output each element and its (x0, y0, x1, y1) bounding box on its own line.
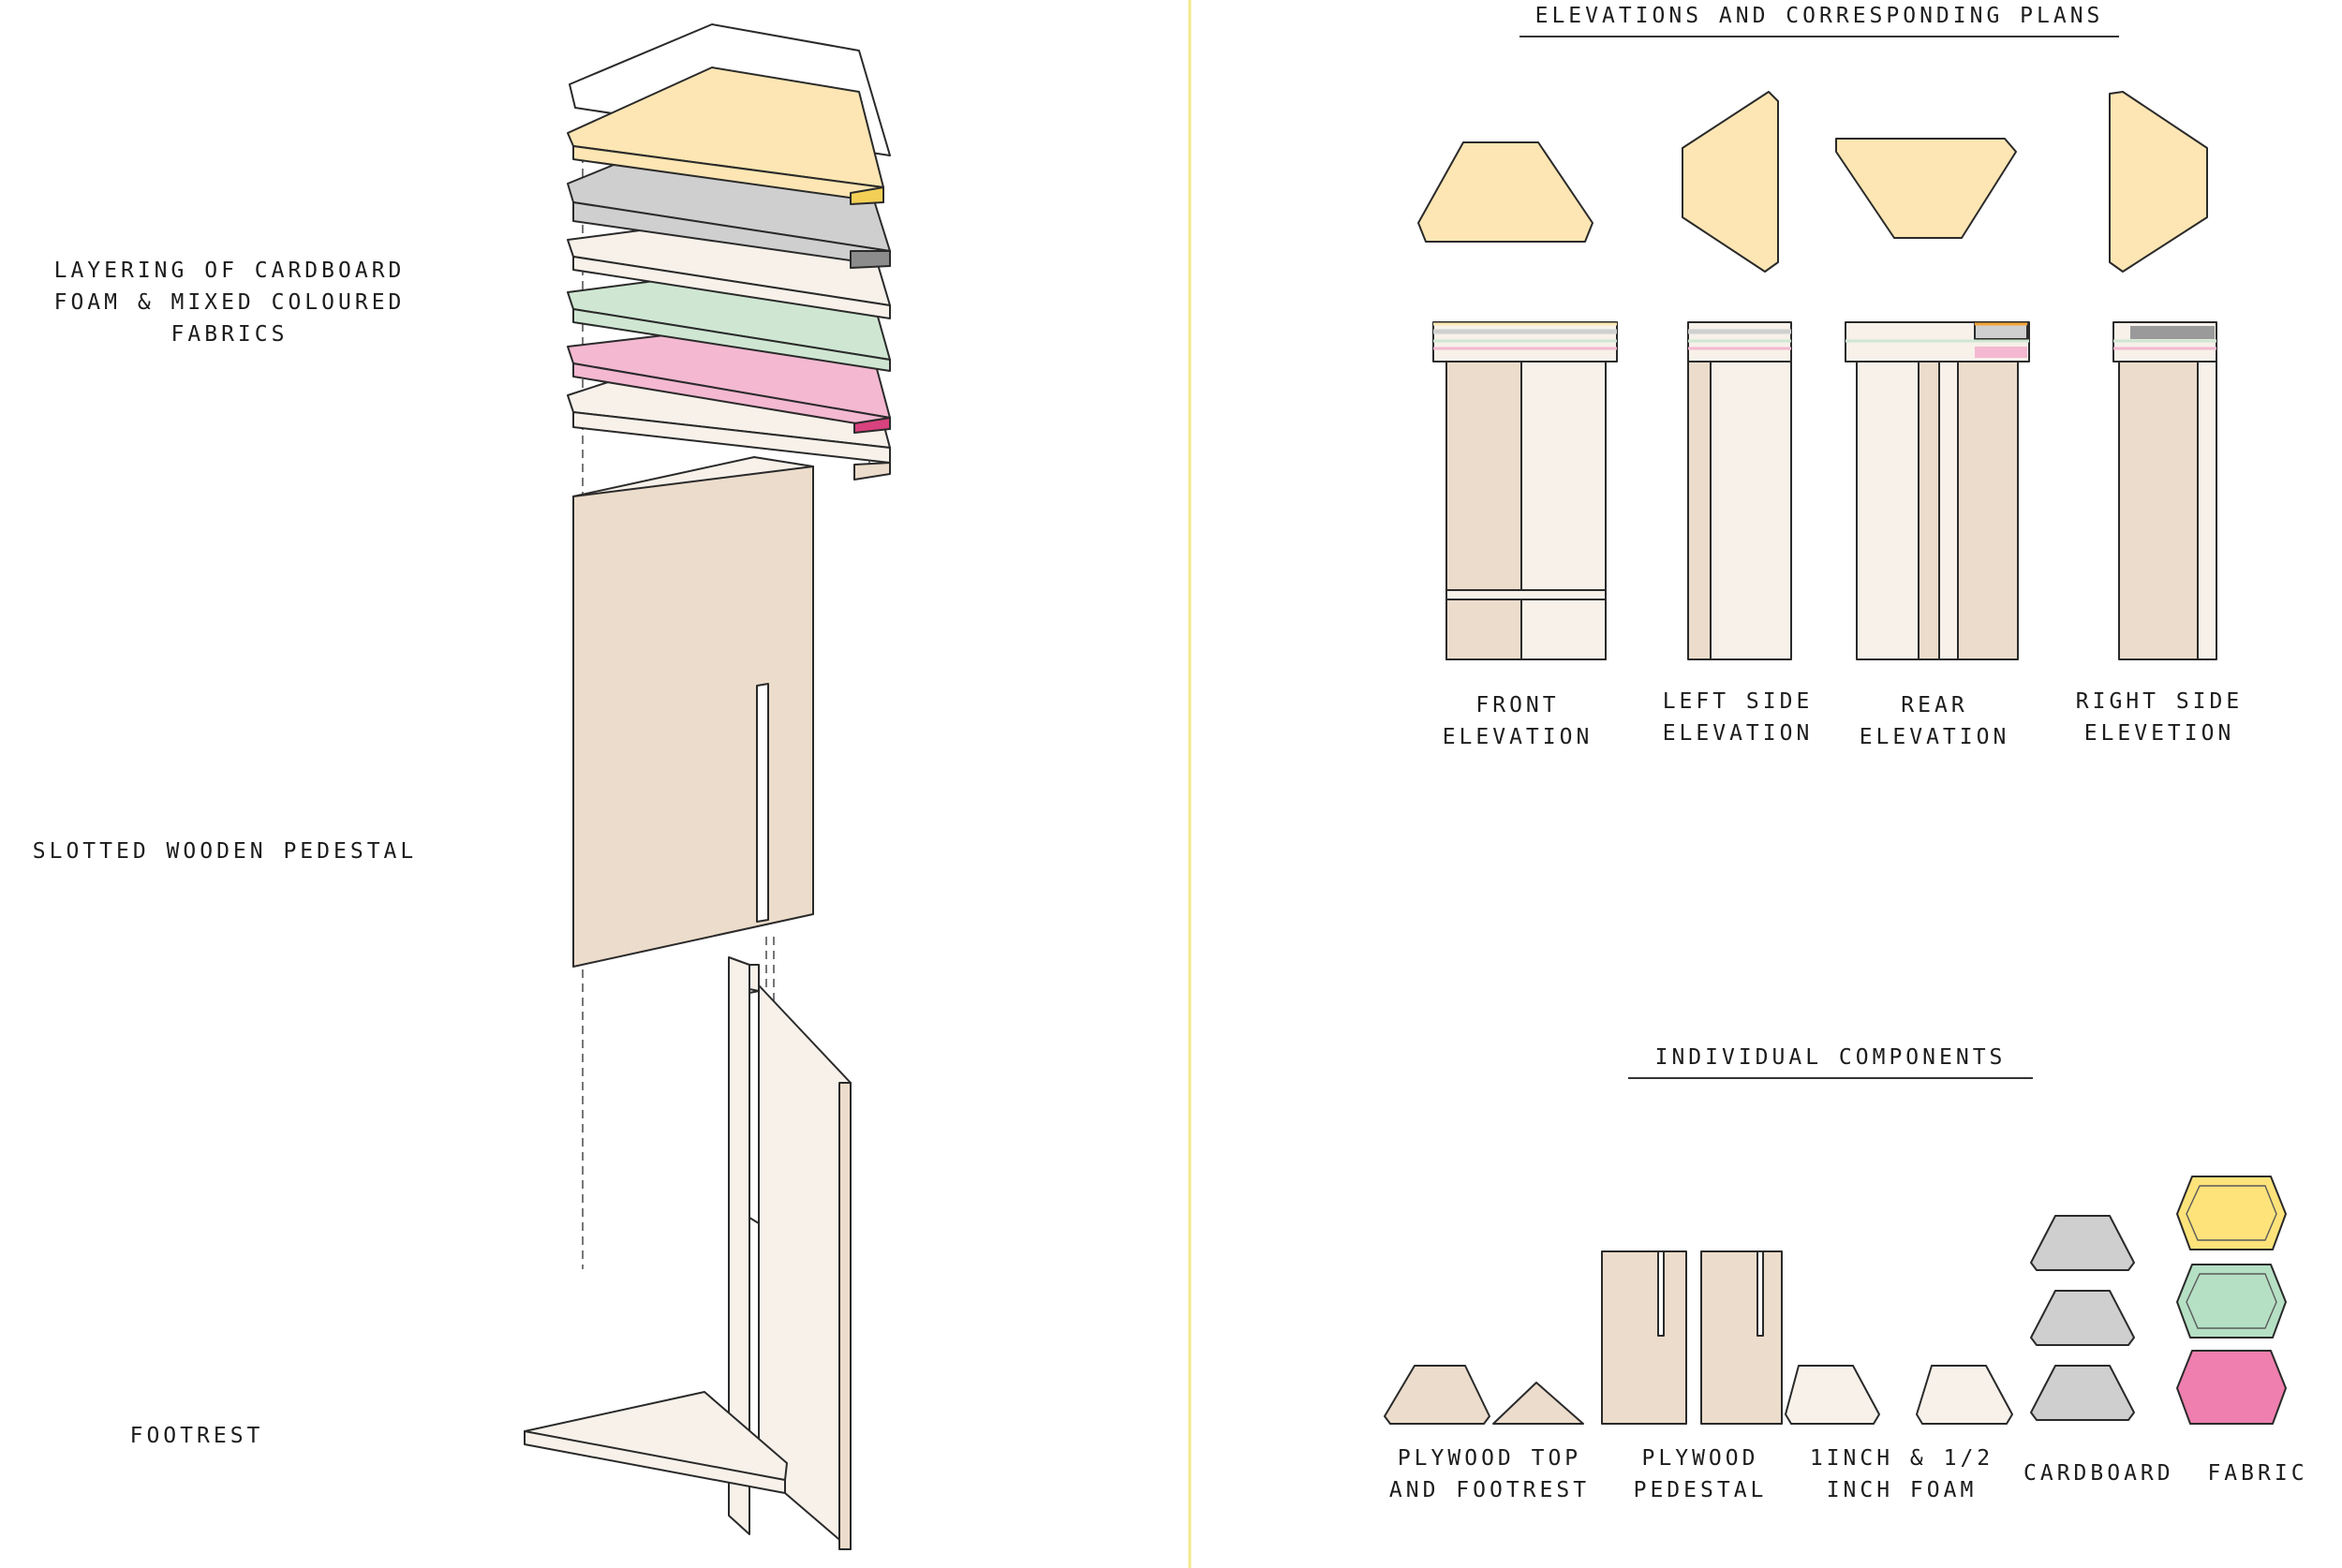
caption-foam: 1inch & 1/2 inch Foam (1799, 1442, 2005, 1506)
caption-line: Cardboard (2023, 1461, 2174, 1486)
label-layering-line2: Foam & Mixed coloured (53, 290, 406, 315)
caption-cardboard: Cardboard (2023, 1457, 2174, 1489)
caption-line: 1inch & 1/2 (1809, 1446, 1994, 1471)
elevation-rear (1845, 321, 2030, 660)
caption-front-elevation: Front Elevation (1433, 689, 1602, 753)
caption-plywood-pedestal: Plywood Pedestal (1621, 1442, 1780, 1506)
heading-elevations: Elevations and corresponding Plans (1519, 4, 2119, 37)
top-plate-outline (569, 23, 891, 156)
caption-line: Pedestal (1633, 1478, 1768, 1502)
caption-line: Elevation (1859, 725, 2010, 749)
layer-yellow-top (567, 67, 884, 205)
elevation-front (1432, 321, 1618, 660)
label-layering-line3: fabrics (170, 322, 289, 347)
component-plywood-pedestal (1601, 1250, 1783, 1425)
caption-line: Front (1475, 693, 1560, 717)
caption-left-side-elevation: Left Side Elevation (1649, 686, 1827, 749)
slotted-pedestal (572, 456, 814, 968)
caption-line: Fabric (2207, 1461, 2308, 1486)
plan-left-side (1682, 91, 1779, 273)
plans-row (1417, 91, 2208, 273)
caption-line: Rear (1901, 693, 1968, 717)
component-foam (1785, 1365, 2013, 1425)
plan-front (1417, 141, 1593, 243)
caption-line: and Footrest (1388, 1478, 1591, 1502)
plan-right-side (2109, 91, 2208, 273)
caption-line: Elevetion (2083, 721, 2235, 746)
caption-line: Elevation (1662, 721, 1814, 746)
label-layering: Layering of Cardboard Foam & Mixed colou… (47, 255, 412, 350)
caption-line: inch Foam (1826, 1478, 1978, 1502)
label-footrest: Footrest (129, 1424, 264, 1448)
heading-components: Individual Components (1628, 1045, 2033, 1079)
caption-line: Right Side (2075, 689, 2244, 714)
components-row (1384, 1176, 2287, 1425)
component-cardboard (2030, 1215, 2135, 1421)
caption-rear-elevation: Rear Elevation (1845, 689, 2023, 753)
elevation-left-side (1687, 321, 1792, 660)
caption-line: Plywood (1641, 1446, 1759, 1471)
label-slotted-pedestal: Slotted Wooden Pedestal (32, 839, 418, 864)
caption-line: Left Side (1662, 689, 1814, 714)
caption-plywood-top: Plywood Top and Footrest (1377, 1442, 1602, 1506)
caption-line: Elevation (1442, 725, 1593, 749)
elevations-row (1432, 321, 2217, 660)
label-layering-line1: Layering of Cardboard (53, 259, 406, 283)
component-fabric (2176, 1176, 2287, 1425)
elevation-right-side (2112, 321, 2217, 660)
caption-right-side-elevation: Right Side Elevetion (2061, 686, 2258, 749)
caption-line: Plywood Top (1397, 1446, 1582, 1471)
caption-fabric: Fabric (2183, 1457, 2333, 1489)
plan-rear (1835, 138, 2017, 239)
footrest (524, 956, 852, 1550)
exploded-axonometric (524, 23, 891, 1550)
component-plywood-top (1384, 1365, 1584, 1425)
